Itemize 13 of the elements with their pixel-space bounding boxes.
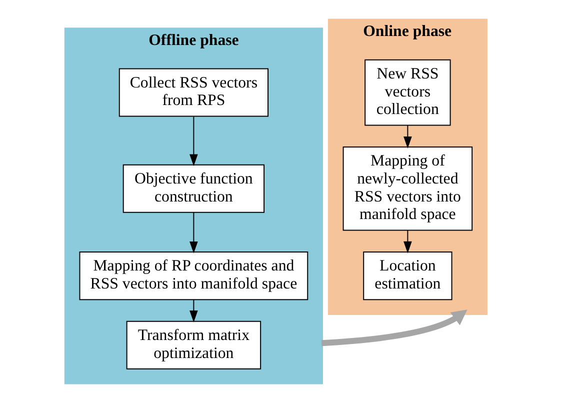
node-box: Objective function construction <box>122 164 265 213</box>
node-box: Mapping of RP coordinates and RSS vectors into manifold space <box>79 252 308 300</box>
arrow <box>404 230 412 254</box>
arrow <box>404 124 412 148</box>
node-box: Transform matrix optimization <box>126 320 262 370</box>
node-box: Location estimation <box>363 252 452 300</box>
arrow <box>190 116 198 166</box>
node-box: New RSS vectors collection <box>364 59 451 126</box>
arrow <box>190 299 198 322</box>
arrow <box>321 310 468 346</box>
node-box: Mapping of newly-collected RSS vectors into manifold space <box>342 146 473 231</box>
arrow <box>190 212 198 254</box>
node-box: Collect RSS vectors from RPS <box>118 68 268 117</box>
